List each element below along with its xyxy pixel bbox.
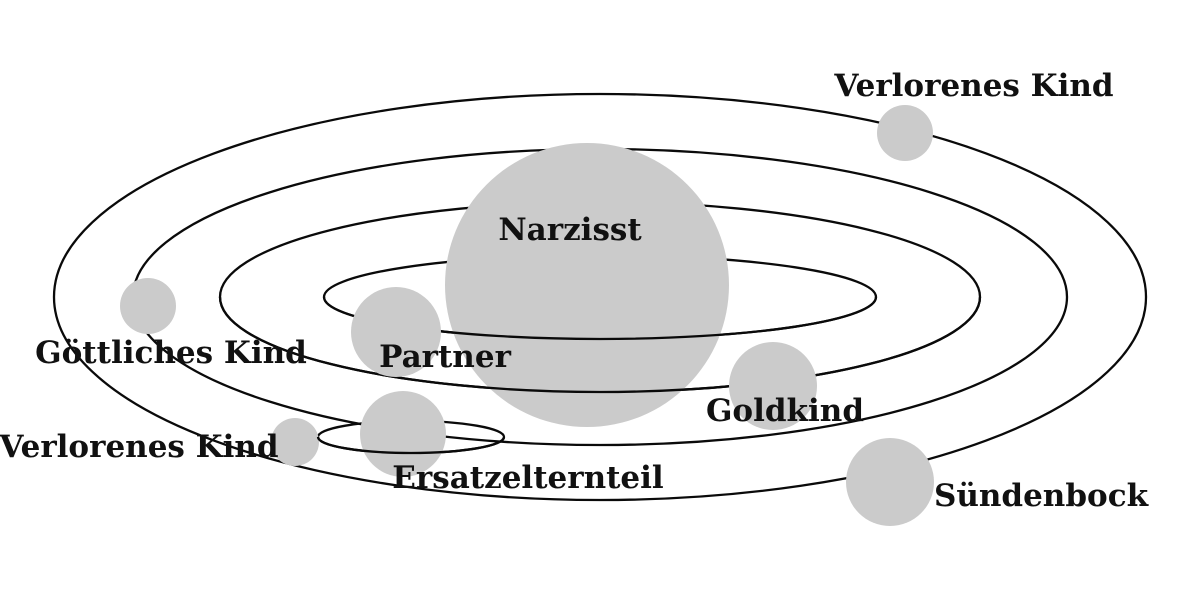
- suendenbock-circle: [846, 438, 934, 526]
- verlorenes-kind-bottom-label: Verlorenes Kind: [0, 429, 279, 465]
- labels: Verlorenes Kind Narzisst Göttliches Kind…: [0, 68, 1150, 514]
- narzisst-label: Narzisst: [498, 212, 642, 248]
- verlorenes-kind-top-label: Verlorenes Kind: [833, 68, 1113, 104]
- orbit-4: [52, 92, 1148, 502]
- goldkind-circle: [729, 342, 817, 430]
- suendenbock-label: Sündenbock: [934, 478, 1150, 514]
- verlorenes-kind-top-circle: [877, 105, 933, 161]
- partner-circle: [351, 287, 441, 377]
- partner-label: Partner: [379, 339, 511, 375]
- sub-orbit-front-arc: [316, 436, 506, 455]
- goettliches-kind-circle: [120, 278, 176, 334]
- ersatzelternteil-circle: [360, 391, 446, 477]
- goettliches-kind-label: Göttliches Kind: [35, 335, 307, 371]
- goldkind-label: Goldkind: [706, 393, 864, 429]
- verlorenes-kind-bottom-circle: [271, 418, 319, 466]
- planets: [120, 105, 934, 526]
- narzisst-circle: [445, 143, 729, 427]
- ersatzelternteil-label: Ersatzelternteil: [392, 460, 663, 496]
- orbit-2-front-arc: [218, 296, 982, 394]
